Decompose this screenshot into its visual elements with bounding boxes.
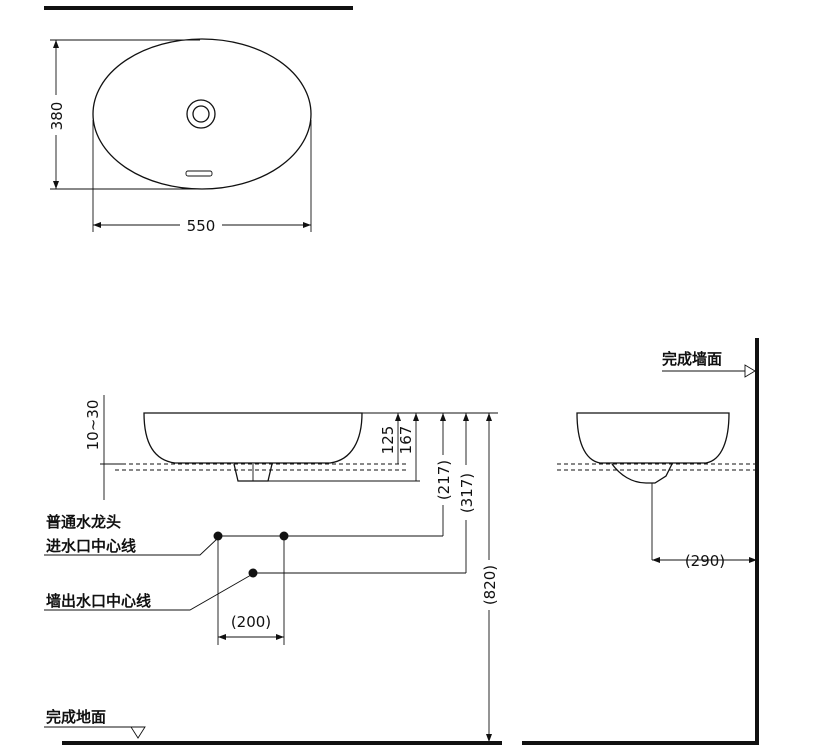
drain-outer-icon bbox=[186, 99, 216, 129]
wall-marker-icon bbox=[744, 364, 756, 378]
drain-inner-icon bbox=[192, 105, 210, 123]
top-view: 380 550 bbox=[48, 38, 312, 235]
basin-outline-top bbox=[92, 38, 312, 190]
dim-200-label: (200) bbox=[231, 613, 271, 631]
side-view: 10~30 125 167 (217) (317) (820) bbox=[44, 395, 502, 745]
wall-outlet-label: 墙出水口中心线 bbox=[46, 592, 151, 610]
faucet-inlet-cold-dot bbox=[279, 531, 289, 541]
faucet-label-line1: 普通水龙头 bbox=[46, 513, 121, 531]
overflow-slot-icon bbox=[185, 170, 213, 177]
floor-marker-icon bbox=[130, 726, 146, 739]
faucet-label-line2: 进水口中心线 bbox=[46, 537, 136, 555]
dim-125-label: 125 bbox=[379, 426, 397, 455]
basin-profile-side bbox=[143, 412, 363, 464]
dim-820-label: (820) bbox=[481, 565, 499, 605]
dim-217-label: (217) bbox=[435, 460, 453, 500]
dim-380-label: 380 bbox=[48, 102, 66, 131]
dim-550-label: 550 bbox=[187, 217, 216, 235]
dim-290-label: (290) bbox=[685, 552, 725, 570]
dim-167-label: 167 bbox=[397, 426, 415, 455]
dim-10-30-label: 10~30 bbox=[84, 400, 102, 451]
wall-label: 完成墙面 bbox=[662, 350, 722, 368]
faucet-inlet-hot-dot bbox=[213, 531, 223, 541]
dim-317-label: (317) bbox=[458, 473, 476, 513]
basin-profile-wall bbox=[576, 412, 730, 464]
floor-label: 完成地面 bbox=[46, 708, 106, 726]
wall-view: 完成墙面 (290) bbox=[522, 338, 759, 745]
